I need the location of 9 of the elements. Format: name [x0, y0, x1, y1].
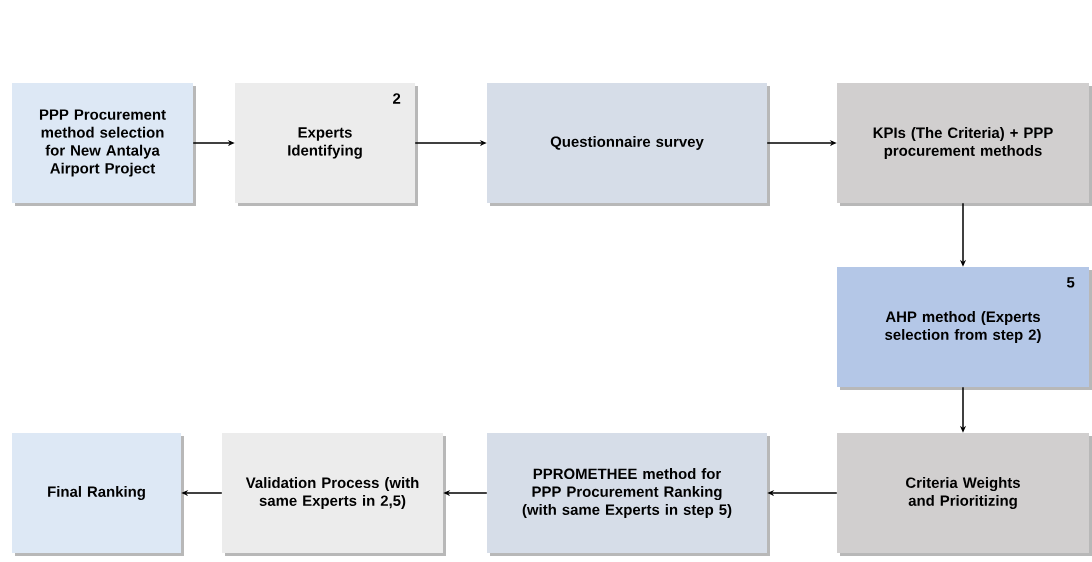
process-box: Final Ranking	[12, 433, 184, 556]
process-box: PPP Procurement method selection for New Antalya Airport Project	[12, 83, 196, 206]
process-box: PPROMETHEE method for PPP Procurement Ranking (with same Experts in step 5)	[487, 433, 770, 556]
process-box: Questionnaire survey	[487, 83, 770, 206]
step-number: 2	[393, 93, 401, 104]
step-number: 5	[1066, 277, 1075, 288]
process-box: Criteria Weights and Prioritizing	[837, 433, 1092, 556]
process-box: Validation Process (with same Experts in 2,5)	[222, 433, 446, 556]
process-box: KPIs (The Criteria) + PPP procurement methods	[837, 83, 1092, 206]
